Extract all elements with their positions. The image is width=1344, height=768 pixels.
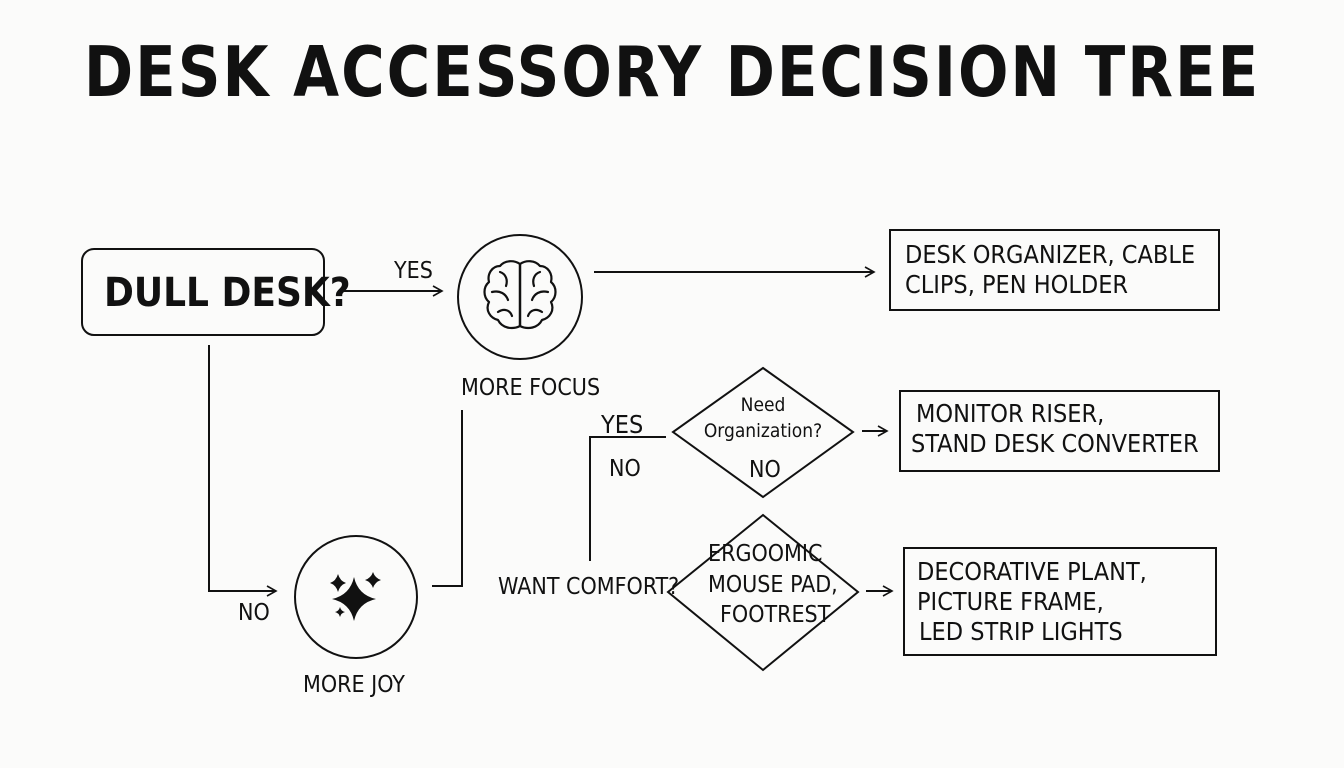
result1-line1: DESK ORGANIZER, CABLE [905, 240, 1196, 269]
result1-box [889, 229, 1220, 311]
focus-label: MORE FOCUS [461, 375, 601, 401]
no-label-left: NO [238, 600, 270, 626]
result3-text: DECORATIVE PLANT, PICTURE FRAME, LED STR… [917, 557, 1147, 647]
result3-line3: LED STRIP LIGHTS [919, 617, 1123, 646]
joy-connector [432, 410, 463, 587]
joy-label: MORE JOY [303, 672, 405, 698]
page-title: DESK ACCESSORY DECISION TREE [83, 32, 1261, 113]
joy-circle [294, 535, 418, 659]
ergonomic-line1: ERGOOMIC [708, 541, 823, 567]
result3-line1: DECORATIVE PLANT, [917, 557, 1147, 586]
brain-icon [483, 260, 557, 330]
result2-box [899, 390, 1220, 472]
result1-line2: CLIPS, PEN HOLDER [905, 270, 1129, 299]
organization-line2: Organization? [703, 420, 823, 442]
no-label-mid: NO [609, 456, 641, 482]
yes-label-top: YES [394, 258, 433, 284]
ergonomic-line3: FOOTREST [720, 602, 831, 628]
want-comfort-label: WANT COMFORT? [498, 574, 680, 600]
result2-text: MONITOR RISER, STAND DESK CONVERTER [911, 399, 1199, 459]
start-label: DULL DESK? [104, 270, 351, 316]
sparkles-icon [330, 572, 381, 621]
result3-line2: PICTURE FRAME, [917, 587, 1104, 616]
yes-label-mid: YES [601, 410, 644, 439]
result1-text: DESK ORGANIZER, CABLE CLIPS, PEN HOLDER [905, 240, 1195, 300]
organization-diamond [671, 366, 855, 499]
organization-no-label: NO [749, 457, 781, 483]
result3-box [903, 547, 1217, 656]
result2-line2: STAND DESK CONVERTER [911, 429, 1199, 458]
ergonomic-line2: MOUSE PAD, [708, 572, 838, 598]
focus-circle [457, 234, 583, 360]
organization-line1: Need [740, 394, 786, 416]
no-connector [208, 345, 278, 597]
ergonomic-diamond [666, 513, 860, 672]
comfort-connector [589, 436, 666, 561]
start-box [81, 248, 325, 336]
result2-line1: MONITOR RISER, [916, 399, 1105, 428]
